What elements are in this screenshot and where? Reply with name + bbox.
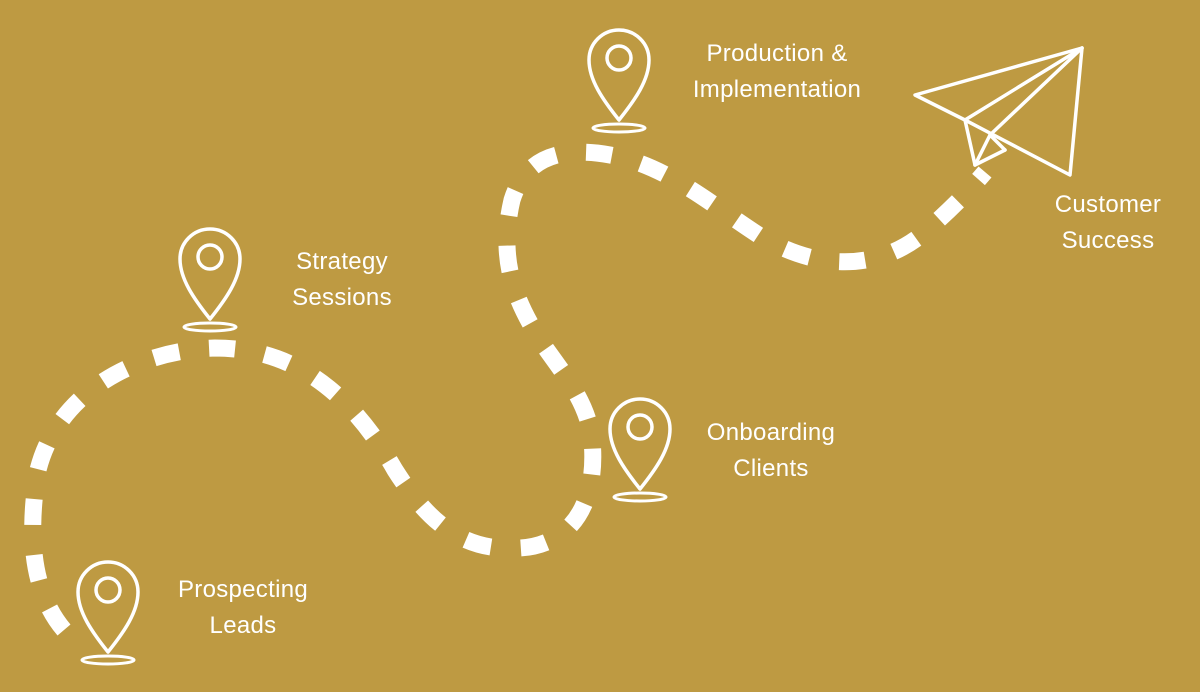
map-pin-icon <box>76 560 140 666</box>
map-pin-icon <box>608 397 672 503</box>
paper-plane-icon <box>913 46 1084 177</box>
label-strategy-sessions: Strategy Sessions <box>292 248 392 311</box>
label-production-implementation: Production & Implementation <box>692 40 862 103</box>
label-customer-success: Customer Success <box>1054 191 1162 254</box>
label-prospecting-leads: Prospecting Leads <box>177 576 309 639</box>
map-pin-icon <box>178 227 242 333</box>
label-onboarding-clients: Onboarding Clients <box>706 419 836 482</box>
map-pin-icon <box>587 28 651 134</box>
